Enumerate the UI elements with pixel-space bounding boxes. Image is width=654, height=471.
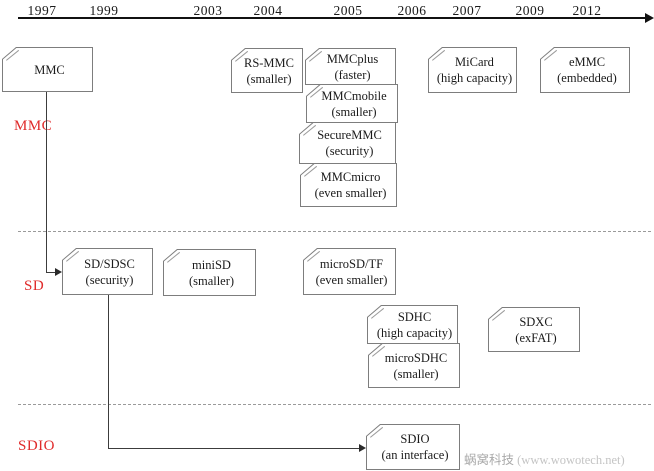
arrowhead-to-sd-icon <box>55 268 62 276</box>
node-title: microSD/TF <box>319 256 384 271</box>
node-title: SDIO <box>400 432 430 446</box>
node-emmc: eMMC (embedded) <box>540 47 630 93</box>
card-outline <box>540 47 630 93</box>
node-microsdhc: microSDHC(smaller) <box>368 343 460 388</box>
timeline-arrow-icon <box>645 13 654 23</box>
node-title: MiCard <box>455 55 494 69</box>
year-label-2009: 2009 <box>515 3 545 18</box>
card-outline <box>366 424 460 470</box>
node-title: SDHC <box>397 309 432 324</box>
node-mmcmobile: MMCmobile(smaller) <box>306 84 398 123</box>
node-sdio: SDIO (an interface) <box>366 424 460 470</box>
card-outline <box>305 48 396 85</box>
node-subtitle: (smaller) <box>393 366 439 381</box>
node-rs-mmc: RS-MMC(smaller) <box>231 48 303 93</box>
node-title: MMCplus <box>326 51 379 66</box>
node-subtitle: (embedded) <box>557 71 617 85</box>
node-mmcmicro: MMCmicro (even smaller) <box>300 163 397 207</box>
node-subtitle: (security) <box>85 272 134 287</box>
year-label-1999: 1999 <box>89 3 119 18</box>
node-subtitle: (exFAT) <box>515 330 557 345</box>
separator-mmc-sd <box>18 231 651 232</box>
connector-mmc-to-sd <box>46 272 56 273</box>
node-title: RS-MMC <box>243 55 295 70</box>
watermark: 蜗窝科技 (www.wowotech.net) <box>464 449 625 468</box>
card-outline <box>300 163 397 207</box>
year-label-2007: 2007 <box>452 3 482 18</box>
year-label-1997: 1997 <box>27 3 57 18</box>
year-label-2006: 2006 <box>397 3 427 18</box>
node-mmcplus: MMCplus(faster) <box>305 48 396 85</box>
node-mmc: MMC <box>2 47 93 92</box>
node-sdhc: SDHC(high capacity) <box>367 305 458 344</box>
card-outline <box>62 248 153 295</box>
node-title: MMC <box>34 62 65 77</box>
node-title: eMMC <box>568 55 606 69</box>
node-title: miniSD <box>192 257 231 272</box>
card-outline <box>367 305 458 344</box>
node-title: SecureMMC <box>317 128 382 142</box>
node-minisd: miniSD(smaller) <box>163 249 256 296</box>
timeline-axis <box>18 17 646 19</box>
connector-sd-down <box>108 295 109 448</box>
node-securemmc: SecureMMC (security) <box>299 122 396 164</box>
node-subtitle: (even smaller) <box>314 186 387 200</box>
node-title: microSDHC <box>384 350 448 365</box>
node-title: MMCmobile <box>321 88 387 103</box>
node-subtitle: (security) <box>325 144 374 158</box>
node-subtitle: (faster) <box>334 67 371 82</box>
section-label-sd: SD <box>24 278 45 294</box>
year-label-2003: 2003 <box>193 3 223 18</box>
node-subtitle: (high capacity) <box>376 325 453 340</box>
node-subtitle: (even smaller) <box>315 272 388 287</box>
card-outline <box>488 307 580 352</box>
node-title: SD/SDSC <box>84 256 135 271</box>
node-sd-sdsc: SD/SDSC(security) <box>62 248 153 295</box>
card-outline <box>163 249 256 296</box>
node-micard: MiCard (high capacity) <box>428 47 517 93</box>
node-microsd-tf: microSD/TF(even smaller) <box>303 248 396 295</box>
node-subtitle: (smaller) <box>246 71 292 86</box>
year-label-2012: 2012 <box>572 3 602 18</box>
section-label-mmc: MMC <box>14 118 53 134</box>
connector-mmc-down <box>46 92 47 273</box>
node-sdxc: SDXC(exFAT) <box>488 307 580 352</box>
connector-sd-to-sdio <box>108 448 359 449</box>
card-outline <box>299 122 396 164</box>
card-outline <box>428 47 517 93</box>
node-subtitle: (an interface) <box>381 448 449 462</box>
section-label-sdio: SDIO <box>18 438 56 454</box>
separator-sd-sdio <box>18 404 651 405</box>
year-label-2004: 2004 <box>253 3 283 18</box>
node-subtitle: (smaller) <box>188 273 235 288</box>
node-subtitle: (smaller) <box>331 104 377 119</box>
watermark-brand: 蜗窝科技 <box>464 453 515 467</box>
year-label-2005: 2005 <box>333 3 363 18</box>
card-outline <box>2 47 93 92</box>
card-outline <box>368 343 460 388</box>
node-title: SDXC <box>519 314 553 329</box>
watermark-site: (www.wowotech.net) <box>517 453 625 467</box>
card-outline <box>306 84 398 123</box>
arrowhead-to-sdio-icon <box>359 444 366 452</box>
card-outline <box>303 248 396 295</box>
node-subtitle: (high capacity) <box>436 71 513 85</box>
node-title: MMCmicro <box>320 170 381 184</box>
